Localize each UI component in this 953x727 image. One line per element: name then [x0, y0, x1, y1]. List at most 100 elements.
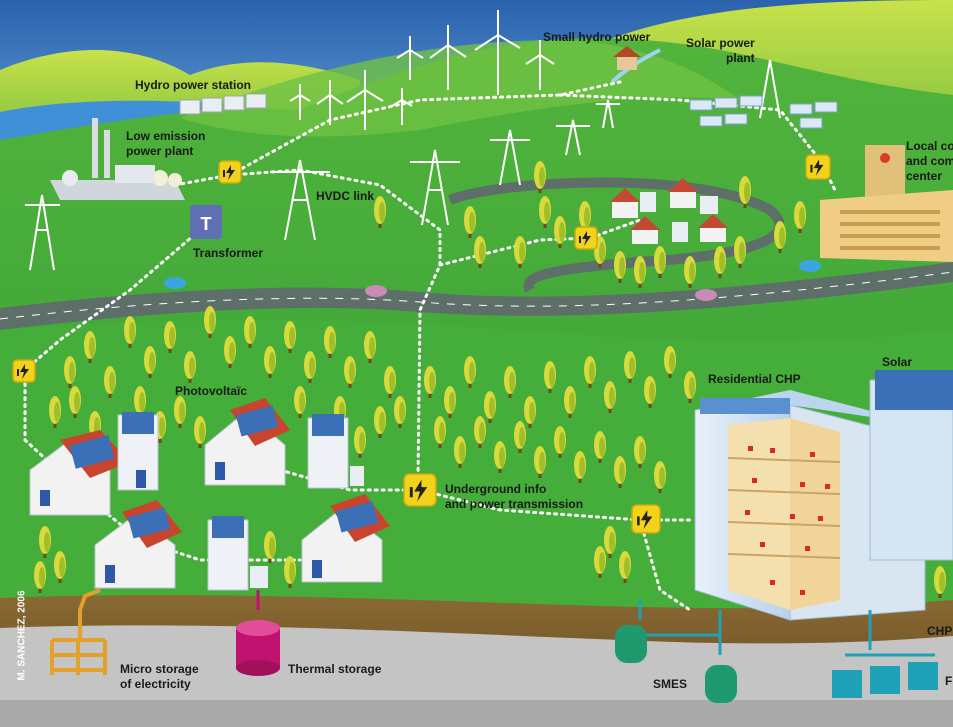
cars [164, 260, 821, 301]
tree-icon [264, 346, 276, 378]
label-small-hydro-power: Small hydro power [543, 30, 651, 44]
label-line: center [906, 169, 943, 183]
label-chp: CHP [927, 624, 953, 638]
tree-icon [564, 386, 576, 418]
tree-icon [594, 431, 606, 463]
tree-icon [544, 361, 556, 393]
label-hydro-power-station: Hydro power station [135, 78, 252, 92]
tree-icon [464, 356, 476, 388]
residential-chp-building [694, 370, 953, 621]
tree-icon [294, 386, 306, 418]
label-line: Micro storage [120, 662, 199, 676]
tree-icon [614, 456, 626, 488]
tree-icon [654, 461, 666, 493]
tree-icon [574, 451, 586, 483]
tree-icon [34, 561, 46, 593]
tree-icon [464, 206, 476, 238]
label-underground-transmission: Underground info and power transmission [445, 482, 583, 512]
tree-icon [104, 366, 116, 398]
tree-icon [284, 321, 296, 353]
tree-icon [424, 366, 436, 398]
tree-icon [144, 346, 156, 378]
tree-icon [444, 386, 456, 418]
tree-icon [39, 526, 51, 558]
label-line: Underground info [445, 482, 547, 496]
tree-icon [554, 426, 566, 458]
village-houses [610, 178, 728, 244]
info-power-badge-icon [574, 226, 598, 250]
tree-icon [164, 321, 176, 353]
chp-battery-units [832, 610, 938, 698]
tree-icon [634, 256, 646, 288]
tree-icon [374, 406, 386, 438]
hydro-power-station [179, 93, 267, 115]
tree-icon [484, 391, 496, 423]
tree-icon [524, 396, 536, 428]
tree-icon [739, 176, 751, 208]
tree-icon [374, 196, 386, 228]
tree-icon [69, 386, 81, 418]
info-power-badge-icon [12, 359, 36, 383]
label-line: of electricity [120, 677, 191, 691]
label-local-control-center: Local co and com center [906, 139, 953, 184]
tree-icon [534, 161, 546, 193]
label-smes: SMES [653, 677, 688, 691]
tree-icon [474, 236, 486, 268]
info-power-badges [12, 154, 831, 534]
micro-storage-icon [50, 588, 107, 675]
tree-icon [604, 381, 616, 413]
tree-icon [224, 336, 236, 368]
label-low-emission-power-plant: Low emission power plant [126, 129, 205, 159]
photovoltaic-houses [29, 398, 390, 591]
tree-icon [594, 546, 606, 578]
tree-icon [474, 416, 486, 448]
tree-icon [604, 526, 616, 558]
label-line: plant [726, 51, 755, 65]
tree-icon [794, 201, 806, 233]
tree-icon [384, 366, 396, 398]
tree-icon [634, 436, 646, 468]
solar-farm [689, 95, 838, 129]
thermal-storage-tank [236, 590, 280, 676]
label-solar: Solar [882, 355, 913, 369]
tree-icon [344, 356, 356, 388]
tree-icon [194, 416, 206, 448]
tree-icon [774, 221, 786, 253]
pylons [25, 59, 781, 271]
label-line: power plant [126, 144, 194, 158]
tree-icon [304, 351, 316, 383]
tree-icon [539, 196, 551, 228]
tree-icon [174, 396, 186, 428]
tree-icon [49, 396, 61, 428]
tree-icon [64, 356, 76, 388]
label-hvdc-link: HVDC link [316, 189, 375, 203]
tree-icon [554, 216, 566, 248]
tree-icon [324, 326, 336, 358]
small-hydro-hut [613, 46, 641, 70]
info-power-badge-icon [403, 473, 437, 507]
label-line: Local co [906, 139, 953, 153]
tree-icon [579, 201, 591, 233]
illustration-credit: M. SANCHEZ, 2006 [16, 590, 28, 681]
tree-icon [354, 426, 366, 458]
label-photovoltaic: Photovoltaïc [175, 384, 248, 398]
tree-icon [714, 246, 726, 278]
low-emission-power-plant [50, 118, 185, 200]
tree-icon [394, 396, 406, 428]
tree-icon [264, 531, 276, 563]
label-line: Low emission [126, 129, 206, 143]
tree-icon [619, 551, 631, 583]
tree-icon [494, 441, 506, 473]
tree-icon [244, 316, 256, 348]
label-solar-power-plant: Solar power plant [686, 36, 755, 66]
label-residential-chp: Residential CHP [708, 372, 801, 386]
tree-icon [734, 236, 746, 268]
label-thermal-storage: Thermal storage [288, 662, 382, 676]
label-line: Solar power [686, 36, 755, 50]
svg-text:T: T [201, 214, 212, 234]
label-cut-off: F [945, 674, 953, 688]
tree-icon [934, 566, 946, 598]
wind-turbines [289, 10, 555, 130]
